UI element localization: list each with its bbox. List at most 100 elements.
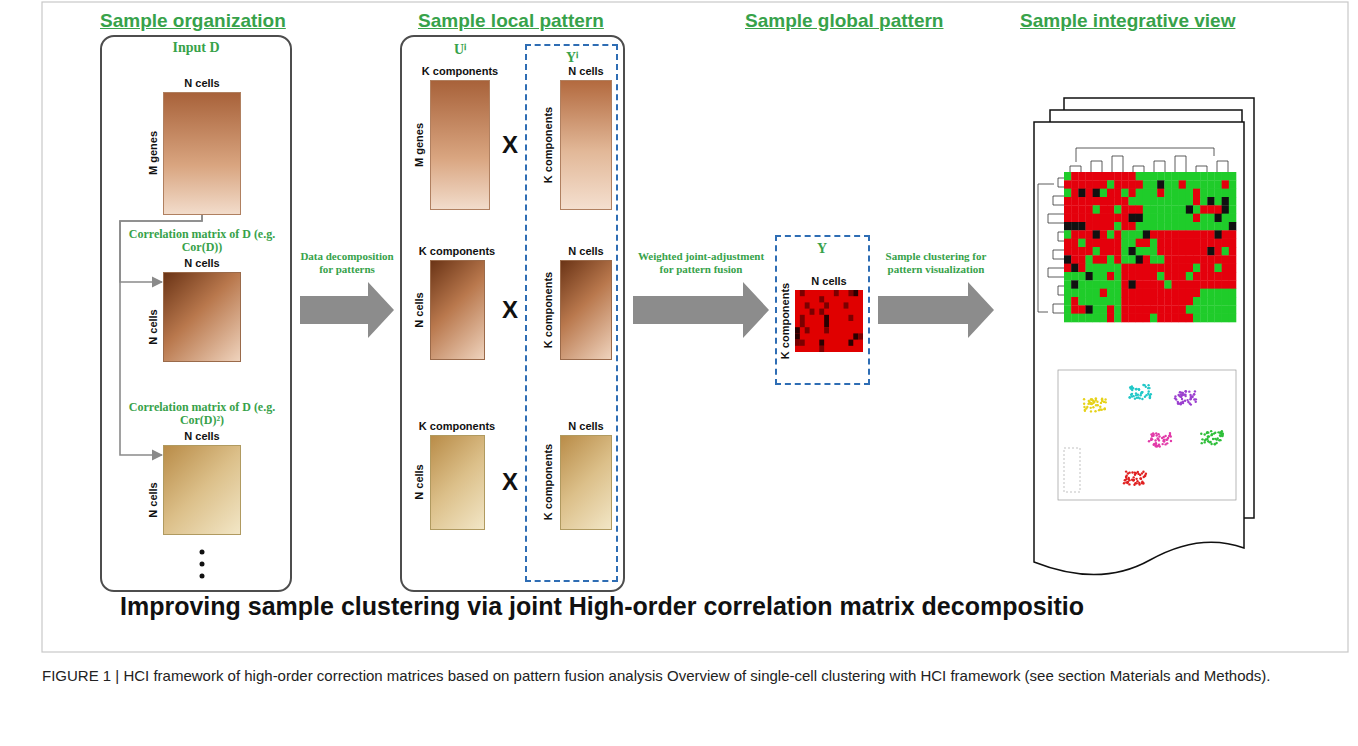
heat-cell xyxy=(1193,205,1200,214)
heat-cell xyxy=(1222,247,1229,256)
heat-cell xyxy=(1172,314,1179,323)
heat-cell xyxy=(1207,239,1214,248)
heat-cell xyxy=(1222,272,1229,281)
heat-cell xyxy=(1200,264,1207,273)
heat-cell xyxy=(1093,255,1100,264)
heat-cell xyxy=(1215,172,1222,181)
heat-cell xyxy=(1186,305,1193,314)
scatter-point xyxy=(1139,477,1141,479)
heat-cell xyxy=(1064,314,1071,323)
heat-cell xyxy=(1207,272,1214,281)
heat-cell xyxy=(1107,230,1114,239)
heat-cell xyxy=(1200,180,1207,189)
heat-cell xyxy=(1107,305,1114,314)
figure-title: Improving sample clustering via joint Hi… xyxy=(120,592,1084,621)
matrix: N cellsK components xyxy=(560,80,612,210)
heat-cell xyxy=(1200,280,1207,289)
heat-cell xyxy=(1100,247,1107,256)
heat-cell xyxy=(1093,247,1100,256)
heat-cell xyxy=(1172,239,1179,248)
heat-cell xyxy=(1100,264,1107,273)
scatter-point xyxy=(1158,435,1160,437)
heat-cell xyxy=(1200,230,1207,239)
scatter-point xyxy=(1211,433,1213,435)
heat-cell xyxy=(1086,289,1093,298)
heat-cell xyxy=(1143,239,1150,248)
heat-cell xyxy=(1157,180,1164,189)
heat-cell xyxy=(1150,314,1157,323)
heat-cell xyxy=(1186,230,1193,239)
heat-cell xyxy=(1179,305,1186,314)
heat-cell xyxy=(1164,230,1171,239)
heat-cell xyxy=(1114,247,1121,256)
heat-cell xyxy=(1100,297,1107,306)
heat-cell xyxy=(1064,197,1071,206)
heat-cell xyxy=(1129,289,1136,298)
heat-cell xyxy=(1215,264,1222,273)
scatter-point xyxy=(1207,440,1209,442)
section-heading: Sample integrative view xyxy=(1020,10,1235,32)
scatter-point xyxy=(1101,409,1103,411)
heat-cell xyxy=(1129,314,1136,323)
scatter-point xyxy=(1129,396,1131,398)
scatter-point xyxy=(1095,404,1097,406)
scatter-point xyxy=(1179,391,1181,393)
heat-cell xyxy=(1229,205,1236,214)
scatter-point xyxy=(1127,481,1129,483)
heat-cell xyxy=(1078,197,1085,206)
dendro-branch xyxy=(1058,232,1064,241)
heat-cell xyxy=(1064,280,1071,289)
scatter-point xyxy=(1125,478,1127,480)
heat-cell xyxy=(1164,314,1171,323)
heat-cell xyxy=(1093,172,1100,181)
heat-cell xyxy=(1107,214,1114,223)
heat-cell xyxy=(1164,297,1171,306)
heat-cell xyxy=(1157,205,1164,214)
dendro-branch xyxy=(1053,250,1064,259)
heat-cell xyxy=(1129,214,1136,223)
heat-cell xyxy=(1193,214,1200,223)
heat-cell xyxy=(1100,205,1107,214)
heat-cell xyxy=(1100,289,1107,298)
scatter-point xyxy=(1150,437,1152,439)
heat-cell xyxy=(1071,172,1078,181)
heat-cell xyxy=(1064,172,1071,181)
heat-cell xyxy=(1107,264,1114,273)
heat-cell xyxy=(1215,214,1222,223)
heat-cell xyxy=(1086,247,1093,256)
heat-cell xyxy=(1207,289,1214,298)
heat-cell xyxy=(1064,222,1071,231)
scatter-point xyxy=(1148,390,1150,392)
scatter-point xyxy=(1155,444,1157,446)
heat-cell xyxy=(1064,289,1071,298)
heat-cell xyxy=(1129,305,1136,314)
heat-cell xyxy=(1186,314,1193,323)
heat-cell xyxy=(1150,214,1157,223)
heat-cell xyxy=(1114,214,1121,223)
heat-cell xyxy=(1164,205,1171,214)
scatter-point xyxy=(1128,396,1130,398)
heat-cell xyxy=(1114,230,1121,239)
heat-cell xyxy=(1078,280,1085,289)
scatter-point xyxy=(1185,390,1187,392)
heat-cell xyxy=(1215,230,1222,239)
heat-cell xyxy=(1143,214,1150,223)
matrix-label: Correlation matrix of D (e.g. Cor(D)) xyxy=(117,228,287,254)
scatter-point xyxy=(1139,397,1141,399)
heat-cell xyxy=(1064,247,1071,256)
heat-cell xyxy=(1107,247,1114,256)
heat-cell xyxy=(1193,189,1200,198)
axis-label: N cells xyxy=(184,430,219,442)
axis-label: K components xyxy=(419,420,495,432)
heat-cell xyxy=(1136,314,1143,323)
heat-cell xyxy=(1143,172,1150,181)
heat-cell xyxy=(1186,289,1193,298)
scatter-point xyxy=(1133,484,1135,486)
heat-cell xyxy=(1222,222,1229,231)
heat-cell xyxy=(1229,180,1236,189)
heat-cell xyxy=(1229,280,1236,289)
heat-cell xyxy=(1193,297,1200,306)
heat-cell xyxy=(1136,255,1143,264)
heat-cell xyxy=(1100,255,1107,264)
heat-cell xyxy=(1136,297,1143,306)
